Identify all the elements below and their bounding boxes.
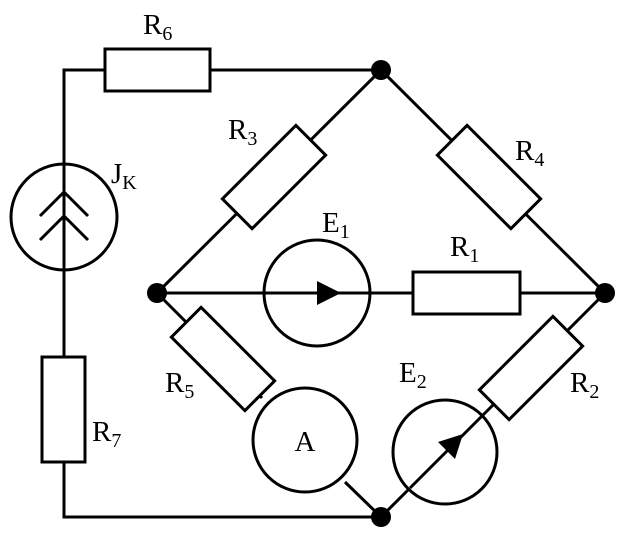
resistor-r2: [477, 314, 585, 422]
node-bottom: [371, 507, 391, 527]
resistor-r3: [220, 123, 328, 231]
label-r2: R2: [570, 367, 599, 403]
ammeter: [251, 386, 359, 494]
resistor-r5: [169, 305, 277, 413]
wire-top-left: [62, 68, 105, 165]
resistor-r6: [103, 47, 212, 93]
current-source-jk: [9, 162, 119, 272]
voltage-source-e2: [391, 398, 499, 506]
label-e2: E2: [399, 357, 427, 393]
label-ammeter: A: [295, 426, 316, 458]
resistor-r7: [40, 355, 87, 464]
label-r5: R5: [165, 367, 194, 403]
resistor-r1: [411, 270, 522, 316]
label-r4: R4: [515, 135, 544, 171]
label-r7: R7: [92, 416, 121, 452]
node-right: [595, 283, 615, 303]
node-left: [147, 283, 167, 303]
voltage-source-e1: [262, 238, 372, 348]
node-top: [371, 60, 391, 80]
label-r1: R1: [450, 231, 479, 267]
wire-bottom-left: [62, 462, 381, 519]
label-jk: JK: [111, 158, 137, 194]
resistor-r4: [435, 123, 543, 231]
label-r3: R3: [228, 114, 257, 150]
arrow-right-icon: [317, 281, 341, 305]
label-e1: E1: [322, 207, 350, 243]
label-r6: R6: [143, 9, 172, 45]
arrow-diagonal-icon: [438, 434, 463, 459]
